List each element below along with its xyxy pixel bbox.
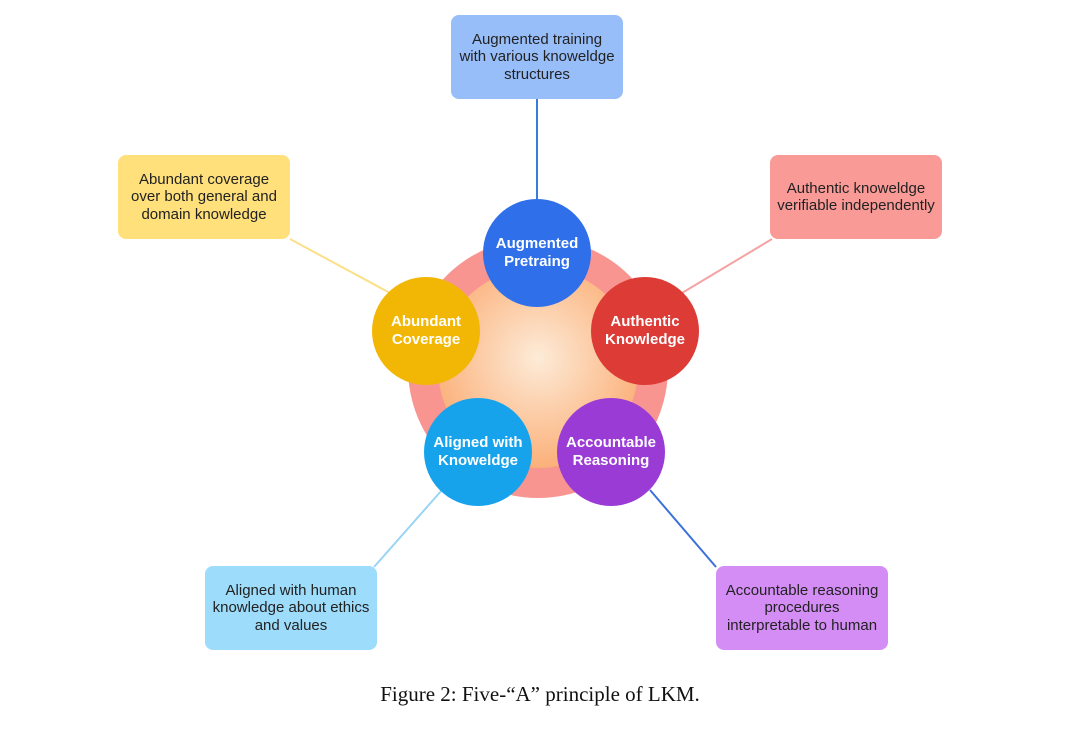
authentic-connector-line (681, 238, 773, 294)
augmented-description-box: Augmented training with various knoweldg… (451, 15, 623, 99)
authentic-description-box: Authentic knoweldge verifiable independe… (770, 155, 942, 239)
aligned-with-knowledge-node: Aligned with Knoweldge (424, 398, 532, 506)
abundant-description-box: Abundant coverage over both general and … (118, 155, 290, 239)
accountable-connector-line (649, 489, 717, 568)
augmented-pretraining-node: Augmented Pretraing (483, 199, 591, 307)
authentic-knowledge-node: Authentic Knowledge (591, 277, 699, 385)
aligned-connector-line (373, 489, 443, 568)
abundant-coverage-node: Abundant Coverage (372, 277, 480, 385)
aligned-description-box: Aligned with human knowledge about ethic… (205, 566, 377, 650)
connector-lines (289, 99, 773, 568)
accountable-reasoning-node: Accountable Reasoning (557, 398, 665, 506)
abundant-connector-line (289, 238, 391, 294)
accountable-description-box: Accountable reasoning procedures interpr… (716, 566, 888, 650)
figure-caption: Figure 2: Five-“A” principle of LKM. (380, 682, 700, 706)
